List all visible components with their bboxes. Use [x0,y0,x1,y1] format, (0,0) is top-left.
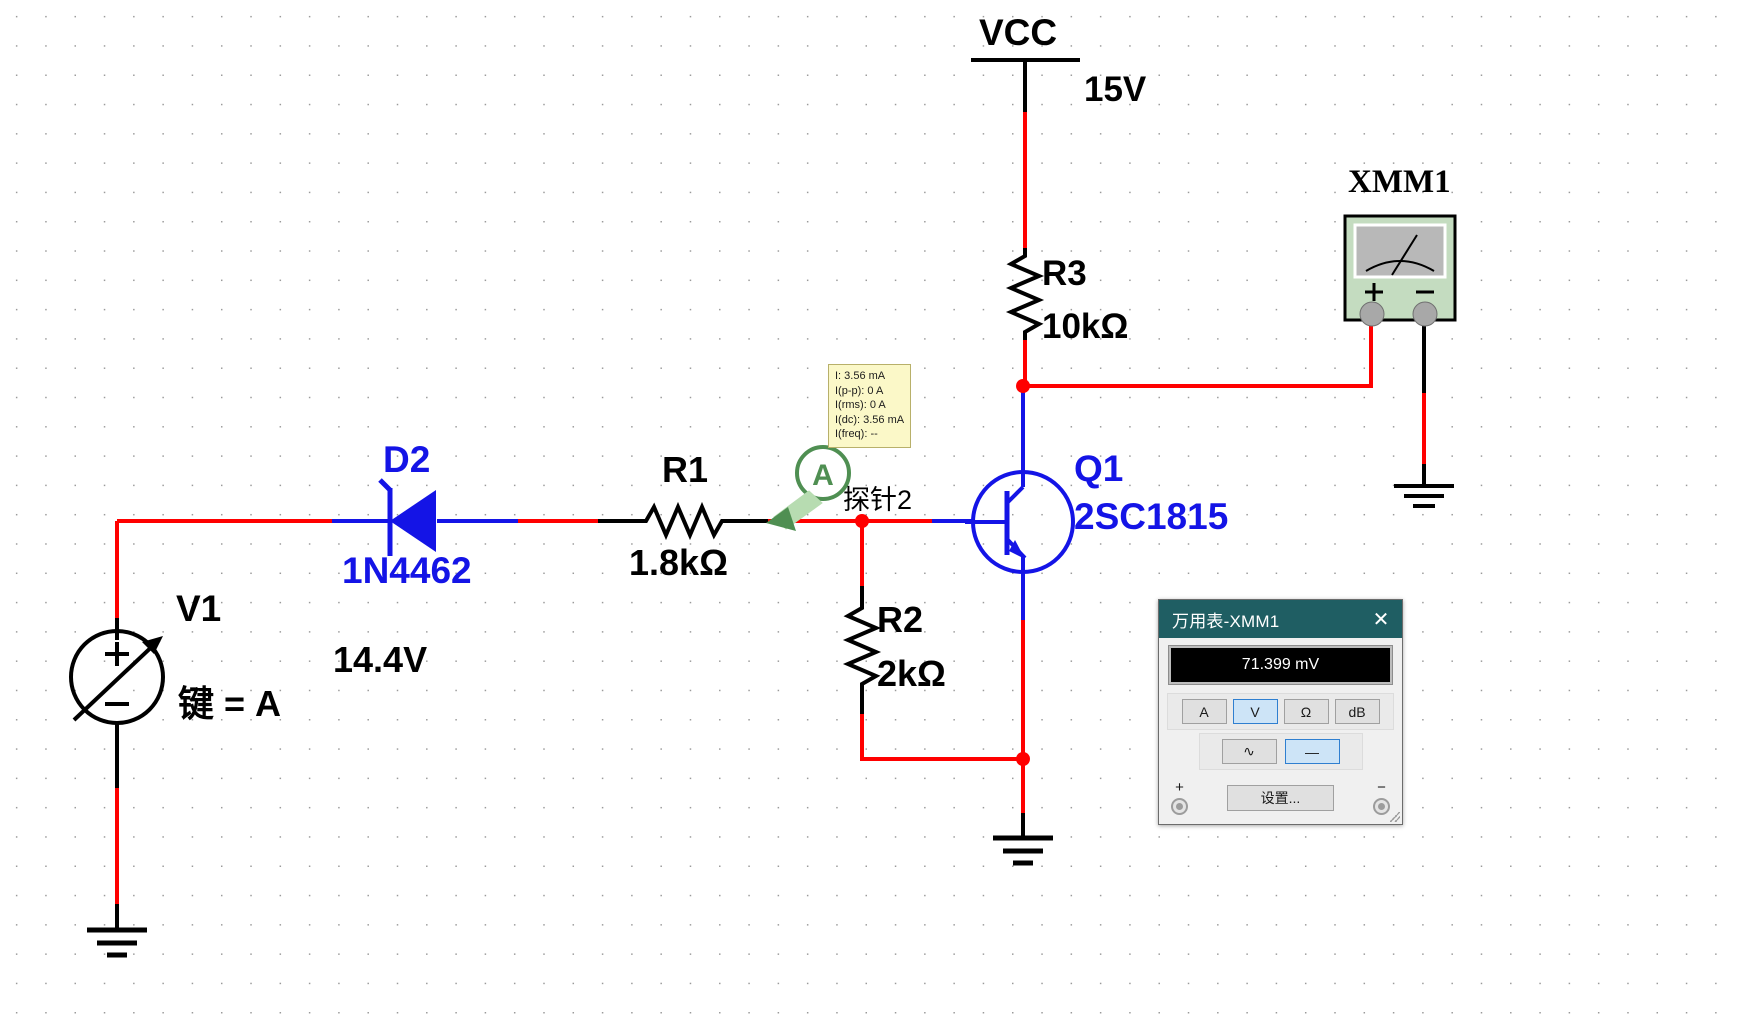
terminal-positive-jack[interactable] [1171,798,1188,815]
xmm1-ref-label: XMM1 [1348,164,1451,200]
current-probe-2[interactable]: A [760,443,856,539]
d2-value-label: 1N4462 [342,550,472,591]
q1-value-label: 2SC1815 [1074,496,1229,537]
resistor-r2-symbol[interactable] [838,600,886,692]
probe-reading-2: I(rms): 0 A [835,399,886,412]
terminal-negative-label: − [1377,779,1386,796]
probe-name-label: 探针2 [843,485,913,515]
multimeter-title: 万用表-XMM1 [1172,611,1280,631]
v1-ref-label: V1 [176,588,222,629]
transistor-q1-symbol[interactable] [965,465,1085,580]
r1-ref-label: R1 [662,449,709,490]
multimeter-terminals-row: + 设置... − [1167,780,1394,815]
resistor-r1-symbol[interactable] [638,498,730,546]
resistor-r3-symbol[interactable] [1000,248,1050,340]
xmm1-instrument-symbol[interactable] [1343,214,1457,327]
measurement-mode-group: A V Ω dB [1167,693,1394,730]
terminal-negative[interactable]: − [1373,780,1390,815]
resize-handle[interactable] [1390,812,1400,822]
mode-button-ampere[interactable]: A [1181,699,1227,724]
mode-button-ohm[interactable]: Ω [1283,699,1329,724]
v1-value-label: 14.4V [333,639,428,680]
r2-value-label: 2kΩ [877,653,946,694]
vcc-voltage-label: 15V [1084,70,1147,109]
terminal-negative-jack[interactable] [1373,798,1390,815]
multimeter-dialog[interactable]: 万用表-XMM1 ✕ 71.399 mV A V Ω dB ∿ — + [1158,599,1403,825]
d2-ref-label: D2 [383,439,431,480]
q1-ref-label: Q1 [1074,448,1124,489]
r3-ref-label: R3 [1042,254,1087,293]
v1-key-label: 键 = A [178,683,282,724]
probe-reading-0: I: 3.56 mA [835,370,886,382]
mode-button-decibel[interactable]: dB [1334,699,1380,724]
multimeter-display: 71.399 mV [1168,645,1393,685]
signal-button-ac[interactable]: ∿ [1221,739,1277,764]
source-v1-symbol[interactable] [60,629,176,728]
multimeter-titlebar[interactable]: 万用表-XMM1 ✕ [1159,600,1402,638]
multimeter-body: 71.399 mV A V Ω dB ∿ — + 设置... − [1159,638,1402,824]
r1-value-label: 1.8kΩ [629,542,728,583]
signal-button-dc[interactable]: — [1284,739,1340,764]
probe-reading-1: I(p-p): 0 A [835,384,884,397]
terminal-positive-label: + [1175,779,1184,796]
diode-d2-symbol[interactable] [378,478,444,562]
probe-reading-4: I(freq): -- [835,428,878,441]
probe-letter: A [812,459,834,492]
mode-button-volt[interactable]: V [1232,699,1278,724]
probe-readout-tooltip: I: 3.56 mA I(p-p): 0 A I(rms): 0 A I(dc)… [828,364,912,448]
r3-value-label: 10kΩ [1042,307,1129,346]
vcc-label: VCC [979,12,1058,53]
close-icon[interactable]: ✕ [1372,608,1390,631]
terminal-positive[interactable]: + [1171,780,1188,815]
probe-reading-3: I(dc): 3.56 mA [835,413,905,426]
multimeter-reading: 71.399 mV [1241,656,1320,673]
signal-type-group: ∿ — [1198,733,1363,770]
settings-button[interactable]: 设置... [1227,784,1334,811]
r2-ref-label: R2 [877,599,924,640]
